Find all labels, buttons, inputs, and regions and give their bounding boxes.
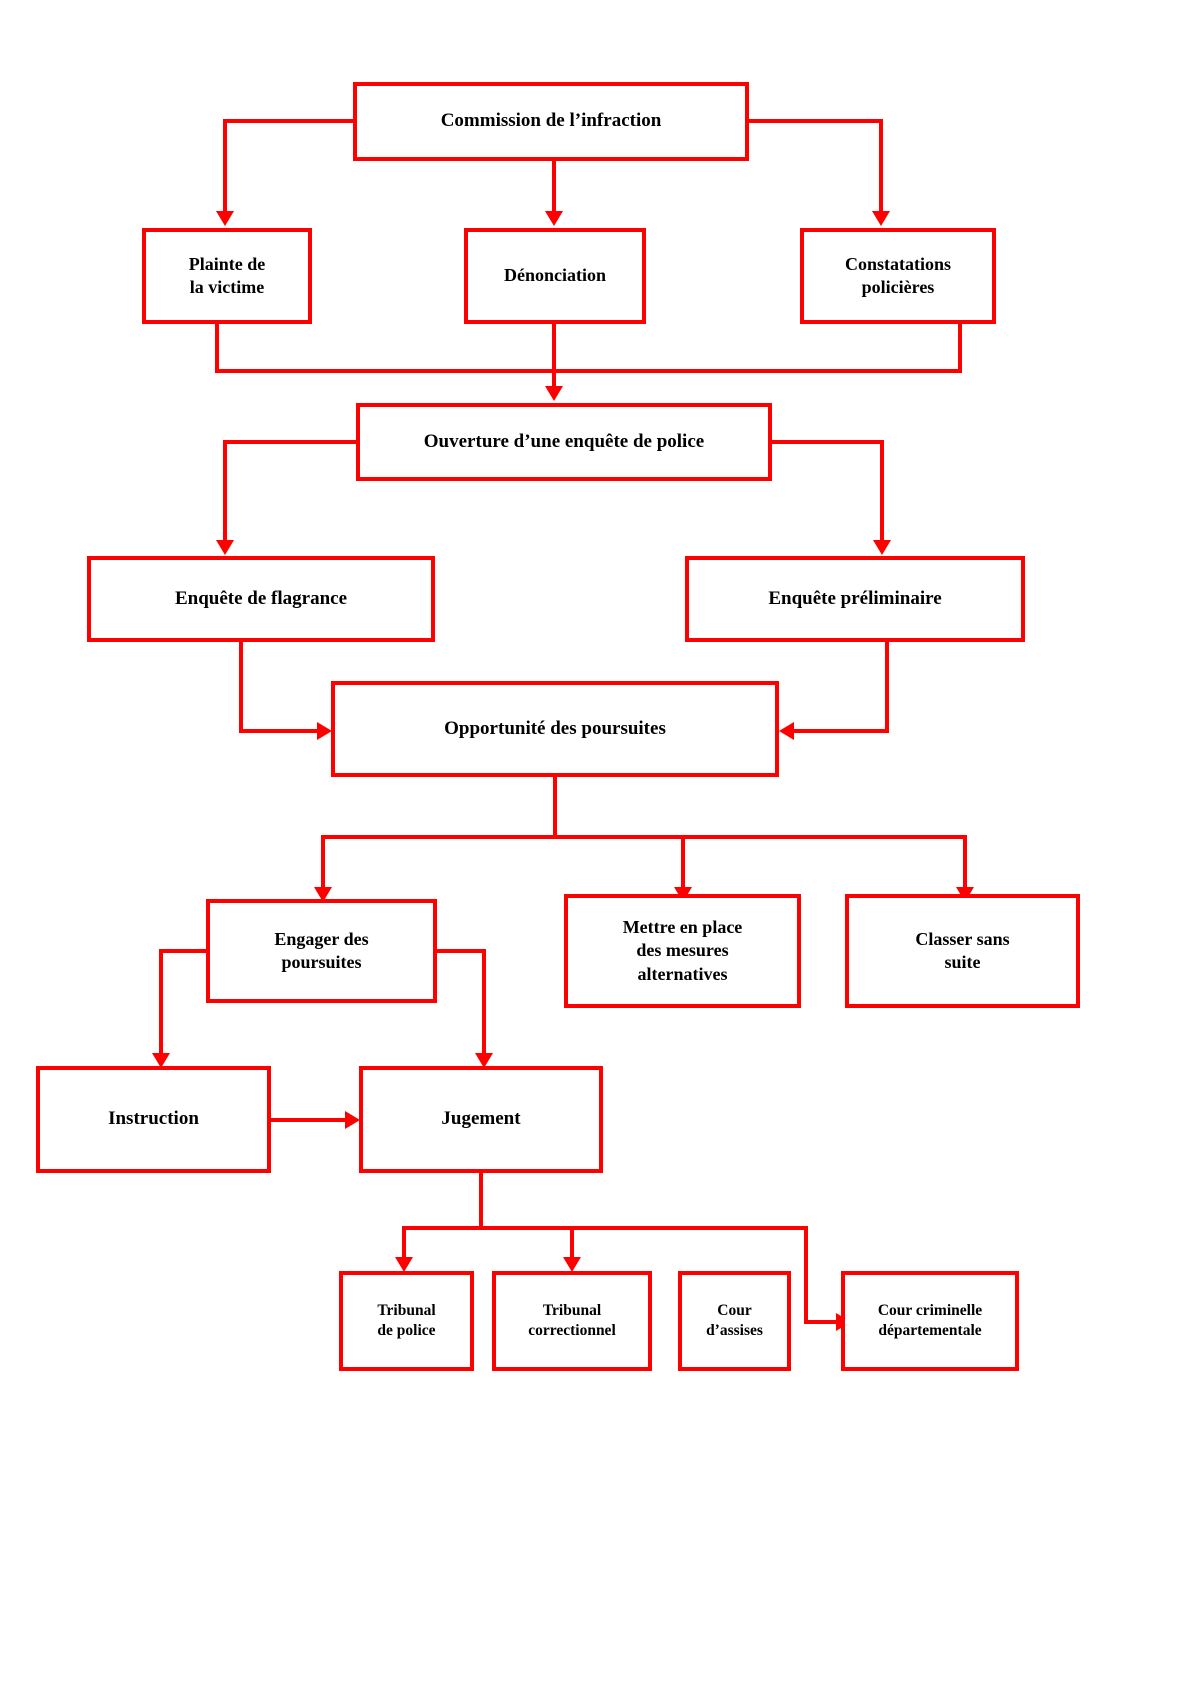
connector-engager-right-v [482,949,486,1057]
arrowhead-jugement-left [345,1111,360,1129]
node-label: Cour d’assises [706,1302,763,1339]
arrowhead-to-flagrance [216,540,234,555]
connector-constatations-down [958,324,962,373]
connector-split-bus-row5 [321,835,967,839]
arrowhead-to-constatations [872,211,890,226]
connector-ouverture-left-h [223,440,360,444]
node-label: Tribunal de police [377,1302,436,1339]
node-label: Jugement [441,1108,521,1130]
connector-commission-left-v [223,119,227,215]
node-label: Enquête préliminaire [768,587,942,609]
connector-split-mid-v [681,835,685,891]
node-label: Ouverture d’une enquête de police [423,430,705,452]
connector-opportunite-down [553,777,557,839]
node-instruction[interactable]: Instruction [36,1066,271,1173]
node-enquete-preliminaire[interactable]: Enquête préliminaire [685,556,1025,642]
node-label: Instruction [108,1108,199,1130]
node-label: Mettre en place des mesures alternatives [622,917,743,984]
connector-jugement-down [479,1173,483,1230]
node-label: Classer sans suite [915,928,1010,972]
node-label: Enquête de flagrance [174,587,348,609]
node-jugement[interactable]: Jugement [359,1066,603,1173]
connector-court-2-v [570,1226,574,1261]
connector-merge-bus-row2 [215,369,962,373]
node-label: Constatations policières [844,253,951,297]
connector-denonciation-down [552,324,556,390]
node-label: Plainte de la victime [188,253,266,297]
node-label: Tribunal correctionnel [528,1302,616,1339]
connector-split-left-v [321,835,325,891]
connector-preliminaire-down [885,642,889,733]
connector-split-bus-courts [402,1226,808,1230]
connector-ouverture-right-h [768,440,884,444]
arrowhead-to-jugement [475,1053,493,1068]
connector-ouverture-right-v [880,440,884,544]
arrowhead-opportunite-left [317,722,332,740]
connector-engager-left-v [159,949,163,1057]
node-constatations-policieres[interactable]: Constatations policières [800,228,996,324]
connector-preliminaire-to-opportunite-h [793,729,889,733]
connector-flagrance-down [239,642,243,733]
connector-commission-left-h [223,119,357,123]
node-cour-criminelle-departementale[interactable]: Cour criminelle départementale [841,1271,1019,1371]
arrowhead-to-plainte [216,211,234,226]
connector-commission-right-h [745,119,883,123]
node-opportunite-des-poursuites[interactable]: Opportunité des poursuites [331,681,779,777]
node-tribunal-correctionnel[interactable]: Tribunal correctionnel [492,1271,652,1371]
connector-court-right-h [804,1320,846,1324]
connector-commission-right-v [879,119,883,215]
arrowhead-to-instruction [152,1053,170,1068]
arrowhead-to-ouverture [545,386,563,401]
arrowhead-opportunite-right [779,722,794,740]
node-label: Engager des poursuites [274,928,369,972]
node-engager-des-poursuites[interactable]: Engager des poursuites [206,899,437,1003]
node-commission-de-linfraction[interactable]: Commission de l’infraction [353,82,749,161]
node-label: Cour criminelle départementale [877,1302,983,1339]
connector-flagrance-to-opportunite-h [239,729,319,733]
connector-engager-left-h [159,949,210,953]
node-plainte-de-la-victime[interactable]: Plainte de la victime [142,228,312,324]
arrowhead-to-engager [314,887,332,902]
connector-court-right-v [804,1226,808,1324]
node-denonciation[interactable]: Dénonciation [464,228,646,324]
arrowhead-to-tribunal-correctionnel [563,1257,581,1272]
node-tribunal-de-police[interactable]: Tribunal de police [339,1271,474,1371]
node-mettre-en-place-mesures-alternatives[interactable]: Mettre en place des mesures alternatives [564,894,801,1008]
node-classer-sans-suite[interactable]: Classer sans suite [845,894,1080,1008]
connector-plainte-down [215,324,219,373]
connector-ouverture-left-v [223,440,227,544]
connector-commission-mid-v [552,161,556,215]
arrowhead-to-tribunal-de-police [395,1257,413,1272]
connector-split-right-v [963,835,967,891]
connector-court-1-v [402,1226,406,1261]
node-label: Opportunité des poursuites [444,717,666,739]
node-ouverture-enquete-de-police[interactable]: Ouverture d’une enquête de police [356,403,772,481]
node-cour-dassises[interactable]: Cour d’assises [678,1271,791,1371]
node-label: Commission de l’infraction [440,110,662,132]
arrowhead-to-preliminaire [873,540,891,555]
node-label: Dénonciation [503,265,606,286]
connector-instruction-to-jugement [269,1118,347,1122]
node-enquete-de-flagrance[interactable]: Enquête de flagrance [87,556,435,642]
connector-engager-right-h [433,949,486,953]
arrowhead-to-denonciation [545,211,563,226]
